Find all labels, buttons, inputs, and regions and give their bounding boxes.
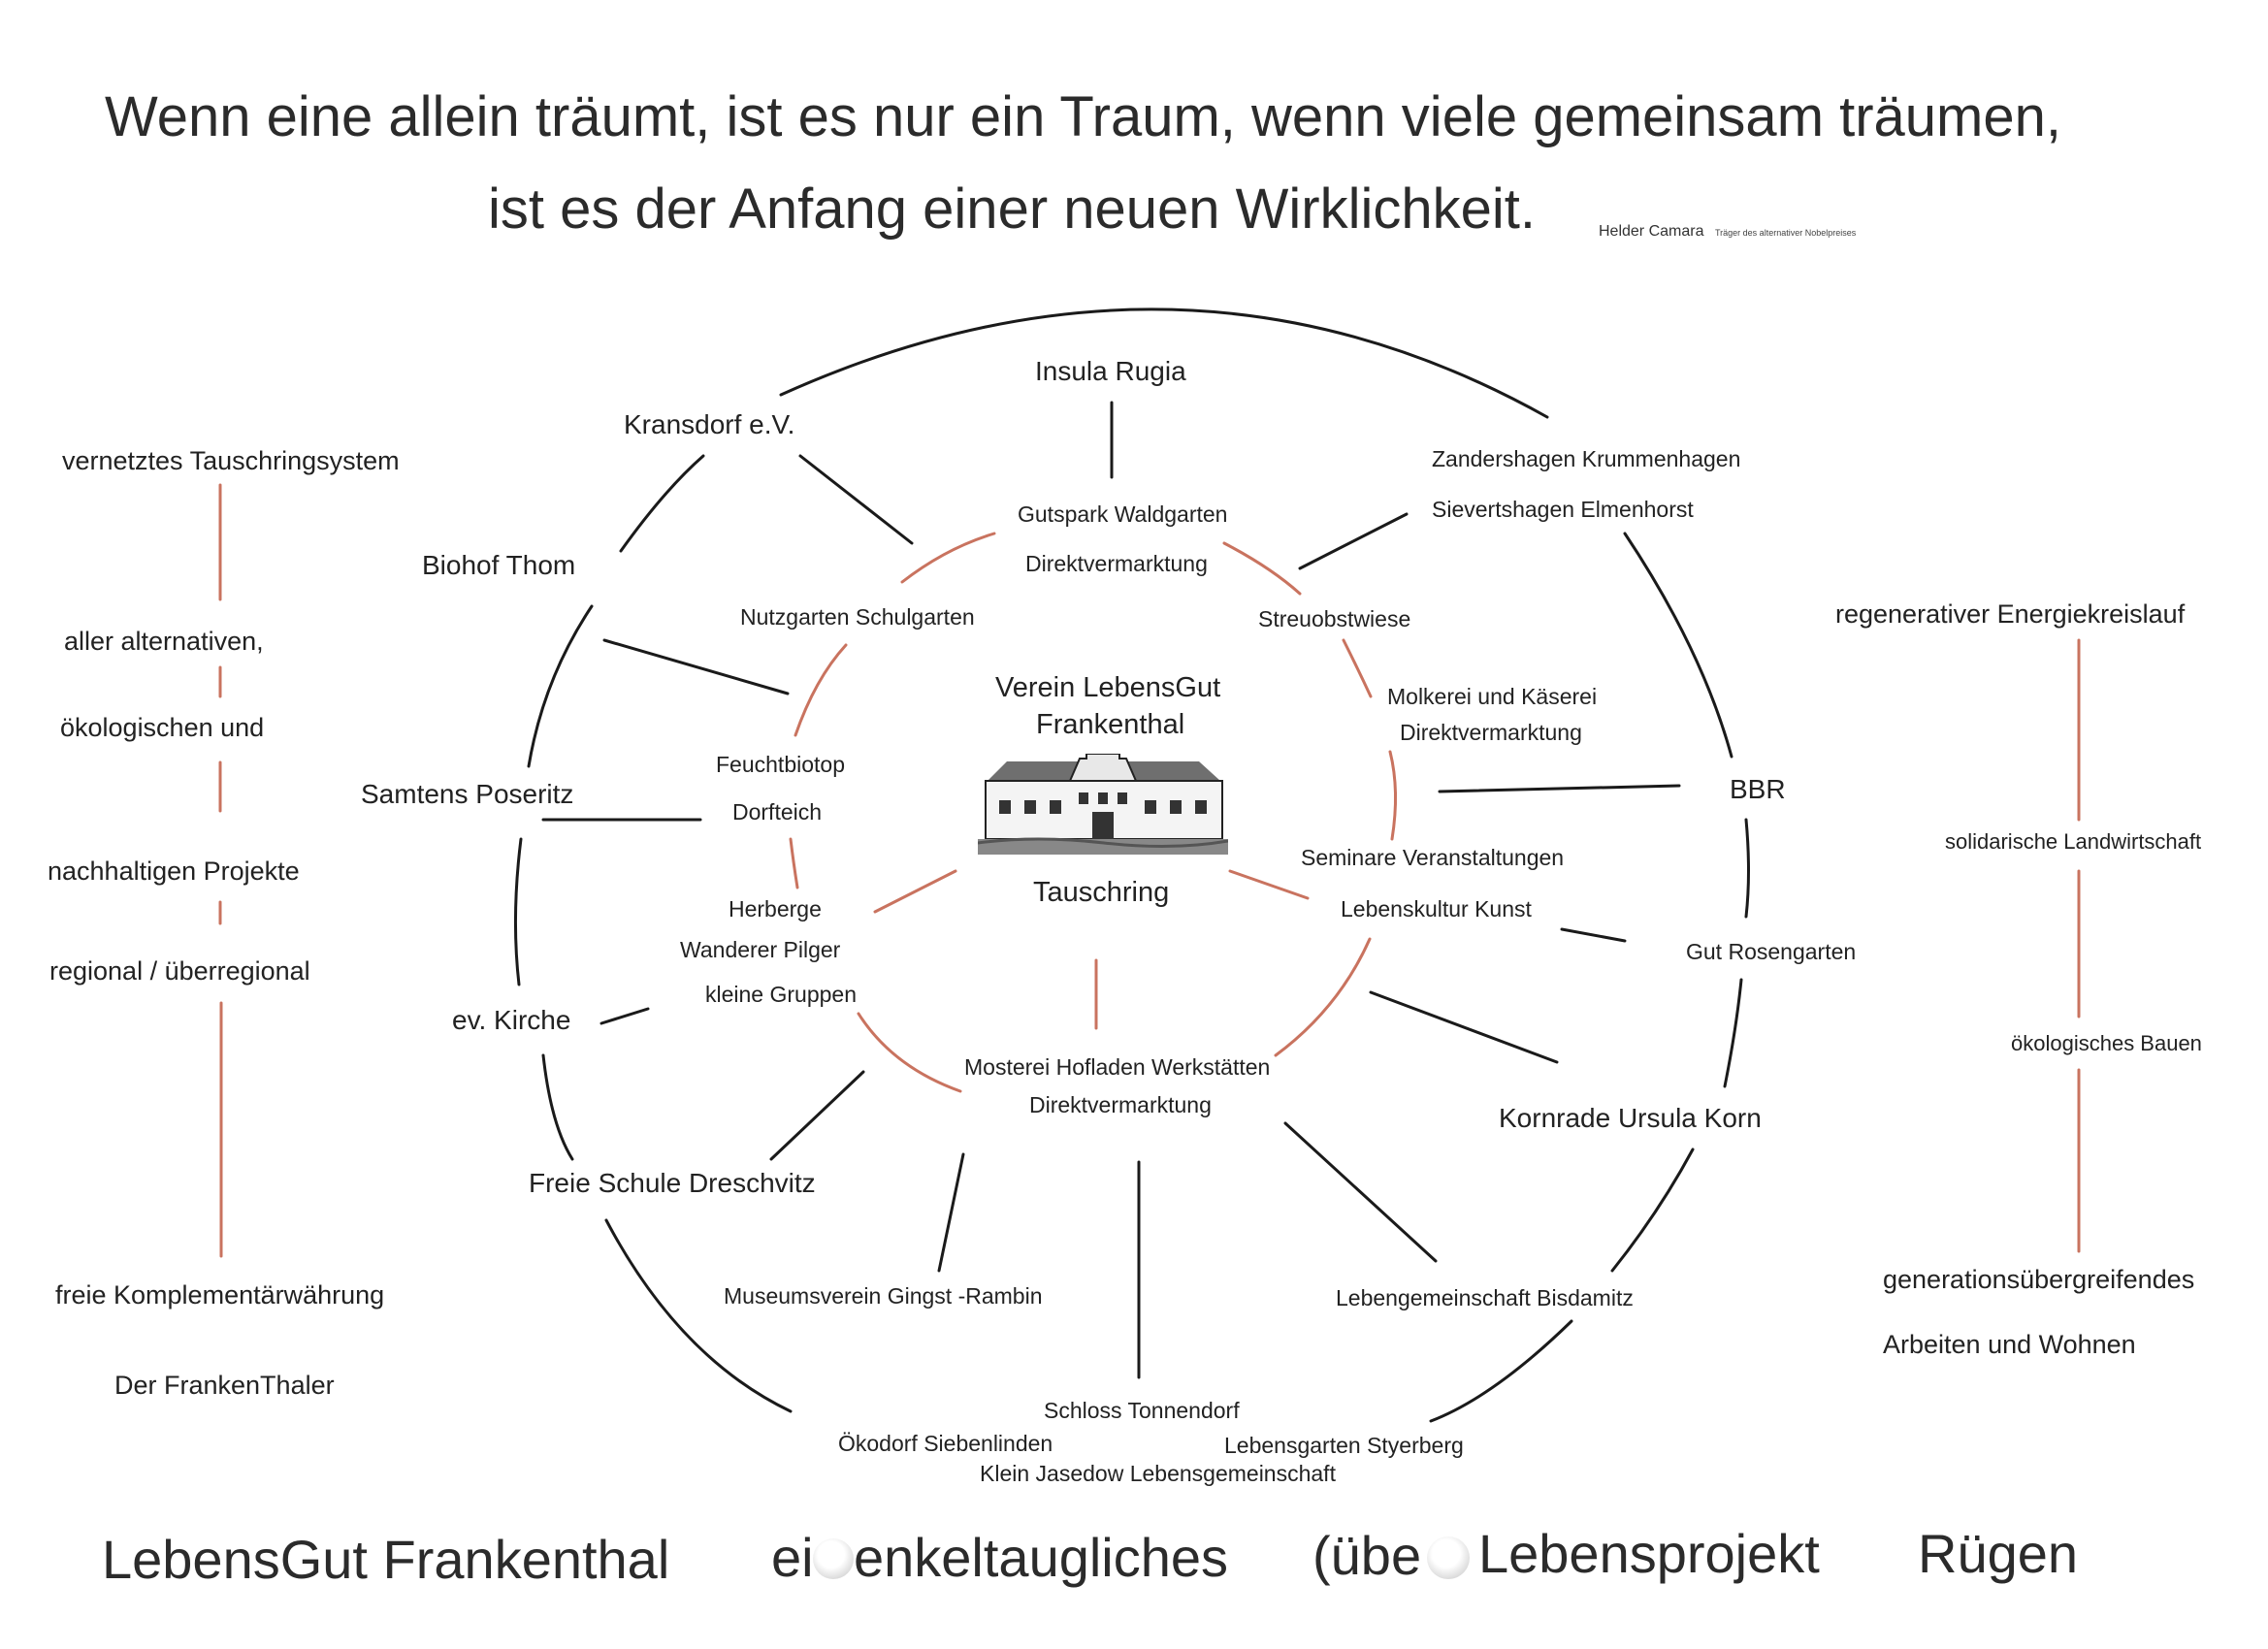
left-item-komplementaerwaehrung: freie Komplementärwährung <box>55 1280 385 1310</box>
outer-arc-left-bottom <box>541 1053 574 1161</box>
label-freie-schule-dreschvitz: Freie Schule Dreschvitz <box>529 1168 816 1198</box>
spoke-freie-schule <box>769 1070 865 1161</box>
spoke-biohof <box>602 638 790 695</box>
footer-blot-left <box>813 1538 854 1579</box>
inner-spoke-right <box>1228 869 1310 900</box>
inner-arc-top-left <box>900 532 996 584</box>
quote-line-1: Wenn eine allein träumt, ist es nur ein … <box>105 85 2062 148</box>
label-oekodorf-siebenlinden: Ökodorf Siebenlinden <box>838 1431 1053 1456</box>
right-item-solidarische-landwirtschaft: solidarische Landwirtschaft <box>1945 829 2202 854</box>
outer-arc-right-bottom <box>1610 1148 1695 1273</box>
right-item-arbeiten-wohnen: Arbeiten und Wohnen <box>1883 1330 2136 1359</box>
footer-ei: ei <box>771 1527 814 1588</box>
spoke-rosengarten <box>1560 927 1627 943</box>
label-direktvermarktung-top: Direktvermarktung <box>1025 551 1208 576</box>
label-samtens-poseritz: Samtens Poseritz <box>361 779 574 809</box>
label-mosterei-hofladen: Mosterei Hofladen Werkstätten <box>964 1054 1271 1080</box>
label-direktvermarktung-right: Direktvermarktung <box>1400 720 1582 745</box>
outer-arc-bottom-right <box>1429 1319 1573 1423</box>
label-kornrade-ursula-korn: Kornrade Ursula Korn <box>1499 1103 1762 1133</box>
label-lebengemeinschaft-bisdamitz: Lebengemeinschaft Bisdamitz <box>1336 1285 1634 1310</box>
outer-arc-right-upper <box>1623 532 1733 759</box>
inner-arc-left-lower <box>857 1012 962 1093</box>
center-title-line-2: Frankenthal <box>1036 709 1185 740</box>
inner-arc-right-mid <box>1388 750 1398 841</box>
spoke-museum <box>937 1152 965 1273</box>
label-lebenskultur-kunst: Lebenskultur Kunst <box>1341 896 1532 922</box>
footer-enkeltaugliches: enkeltaugliches <box>854 1527 1229 1588</box>
center-title-line-1: Verein LebensGut <box>995 672 1221 703</box>
footer-ruegen: Rügen <box>1918 1523 2079 1584</box>
center-subtitle: Tauschring <box>1033 877 1170 908</box>
label-dorfteich: Dorfteich <box>732 799 823 824</box>
left-item-frankenthaler: Der FrankenThaler <box>114 1371 335 1400</box>
inner-arc-top-right <box>1222 541 1302 596</box>
left-item-tauschringsystem: vernetztes Tauschringsystem <box>62 446 400 475</box>
inner-arc-left-upper <box>794 643 848 737</box>
inner-arc-right-lower <box>1274 937 1372 1057</box>
inner-spoke-left <box>873 869 957 914</box>
label-biohof-thom: Biohof Thom <box>422 550 576 580</box>
label-kransdorf: Kransdorf e.V. <box>624 409 795 439</box>
label-lebensgarten-styerberg: Lebensgarten Styerberg <box>1224 1433 1464 1458</box>
label-herberge: Herberge <box>729 896 822 922</box>
left-item-regional: regional / überregional <box>49 956 310 986</box>
label-sievertshagen-elmenhorst: Sievertshagen Elmenhorst <box>1432 497 1694 522</box>
spoke-bisdamitz <box>1283 1121 1438 1263</box>
right-item-generationsuebergreifendes: generationsübergreifendes <box>1883 1265 2195 1294</box>
outer-arc-left-lower <box>513 837 523 986</box>
outer-arc-right-lower <box>1723 978 1743 1088</box>
footer-uebe: (übe <box>1312 1525 1422 1586</box>
quote-author-note: Träger des alternativer Nobelpreises <box>1715 228 1857 238</box>
label-direktvermarktung-bottom: Direktvermarktung <box>1029 1092 1212 1117</box>
outer-arc-left-upper <box>619 454 705 553</box>
label-zandershagen-krummenhagen: Zandershagen Krummenhagen <box>1432 446 1741 471</box>
label-streuobstwiese: Streuobstwiese <box>1258 606 1411 631</box>
outer-arc-left-mid <box>527 604 594 768</box>
spoke-zandershagen <box>1298 512 1409 570</box>
label-molkerei-kaeserei: Molkerei und Käserei <box>1387 684 1598 709</box>
label-nutzgarten-schulgarten: Nutzgarten Schulgarten <box>740 604 975 630</box>
label-schloss-tonnendorf: Schloss Tonnendorf <box>1044 1398 1240 1423</box>
left-item-alternativen: aller alternativen, <box>64 627 264 656</box>
label-insula-rugia: Insula Rugia <box>1035 356 1186 386</box>
spoke-kirche <box>599 1007 650 1025</box>
outer-arc-top <box>779 307 1549 419</box>
label-gutspark-waldgarten: Gutspark Waldgarten <box>1018 501 1228 527</box>
spoke-kornrade <box>1369 990 1559 1064</box>
label-museumsverein: Museumsverein Gingst -Rambin <box>724 1283 1043 1309</box>
label-kleine-gruppen: kleine Gruppen <box>705 982 857 1007</box>
label-feuchtbiotop: Feuchtbiotop <box>716 752 845 777</box>
left-item-nachhaltigen: nachhaltigen Projekte <box>48 857 300 886</box>
quote-line-2: ist es der Anfang einer neuen Wirklichke… <box>488 178 1536 241</box>
left-item-oekologischen: ökologischen und <box>60 713 265 742</box>
footer-lebensgut-frankenthal: LebensGut Frankenthal <box>102 1529 670 1590</box>
label-gut-rosengarten: Gut Rosengarten <box>1686 939 1857 964</box>
manor-house-illustration <box>978 754 1228 855</box>
label-wanderer-pilger: Wanderer Pilger <box>680 937 841 962</box>
inner-arc-right-upper <box>1342 638 1373 698</box>
outer-arc-bottom-left <box>604 1218 793 1413</box>
label-seminare-veranstaltungen: Seminare Veranstaltungen <box>1301 845 1565 870</box>
right-item-oekologisches-bauen: ökologisches Bauen <box>2011 1031 2202 1055</box>
outer-arc-right-mid <box>1744 818 1750 919</box>
inner-arc-left-mid <box>789 837 799 889</box>
right-item-energiekreislauf: regenerativer Energiekreislauf <box>1835 599 2186 629</box>
spoke-kransdorf <box>798 454 914 545</box>
quote-author: Helder Camara <box>1599 223 1704 240</box>
footer-blot-right <box>1427 1536 1470 1579</box>
footer-lebensprojekt: Lebensprojekt <box>1478 1523 1820 1584</box>
label-bbr: BBR <box>1730 774 1786 804</box>
label-klein-jasedow: Klein Jasedow Lebensgemeinschaft <box>980 1461 1336 1486</box>
spoke-bbr <box>1438 784 1681 793</box>
label-ev-kirche: ev. Kirche <box>452 1005 571 1035</box>
